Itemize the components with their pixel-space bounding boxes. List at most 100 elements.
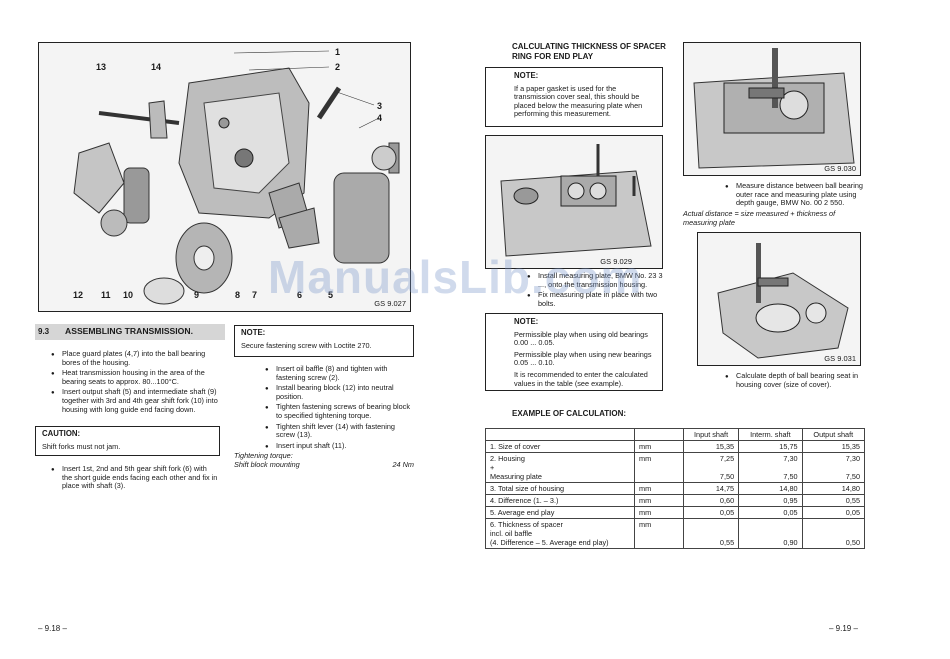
list-item: Insert oil baffle (8) and tighten with f… bbox=[265, 364, 412, 382]
note2-line: It is recommended to enter the calculate… bbox=[514, 369, 648, 388]
table-row: 6. Thickness of spacer incl. oil baffle … bbox=[485, 518, 866, 549]
watermark: ManualsLib.com bbox=[268, 251, 643, 303]
callout-12: 12 bbox=[73, 290, 84, 300]
torque-spec: Tightening torque: Shift block mounting … bbox=[234, 451, 415, 469]
figure-label: GS 9.029 bbox=[600, 257, 632, 266]
table-cell: 7,25 7,50 bbox=[682, 452, 740, 483]
header-unit bbox=[634, 428, 684, 441]
left-column-2: Insert oil baffle (8) and tighten with f… bbox=[262, 364, 412, 452]
note2-title: NOTE: bbox=[514, 317, 539, 326]
list-item: Insert 1st, 2nd and 5th gear shift fork … bbox=[51, 464, 218, 491]
table-cell: 14,80 bbox=[801, 482, 866, 495]
right-page-number: – 9.19 – bbox=[829, 624, 858, 633]
table-cell: 14,80 bbox=[738, 482, 803, 495]
header-output-shaft: Output shaft bbox=[801, 428, 866, 441]
table-cell: 15,35 bbox=[682, 440, 740, 453]
note-box-2: NOTE: Permissible play when using old be… bbox=[485, 313, 663, 391]
transmission-exploded-drawing bbox=[73, 50, 400, 305]
callout-9: 9 bbox=[194, 290, 200, 300]
table-cell: mm bbox=[634, 506, 684, 519]
section-title: ASSEMBLING TRANSMISSION. bbox=[65, 326, 193, 336]
table-cell: 3. Total size of housing bbox=[485, 482, 635, 495]
actual-distance-note: Actual distance = size measured + thickn… bbox=[683, 209, 836, 227]
callout-7: 7 bbox=[252, 290, 258, 300]
table-cell: 0,60 bbox=[682, 494, 740, 507]
table-cell: 7,30 7,50 bbox=[738, 452, 803, 483]
note1-title: NOTE: bbox=[514, 71, 539, 80]
table-cell: mm bbox=[634, 518, 684, 549]
list-item: Insert input shaft (11). bbox=[265, 441, 412, 451]
header-label bbox=[485, 428, 635, 441]
list-item: Insert output shaft (5) and intermediate… bbox=[51, 388, 218, 414]
list-item: Calculate depth of ball bearing seat in … bbox=[725, 371, 864, 389]
steps-list-b: Insert 1st, 2nd and 5th gear shift fork … bbox=[48, 464, 218, 491]
right-column-3: Calculate depth of ball bearing seat in … bbox=[722, 371, 864, 391]
table-cell: 0,90 bbox=[738, 518, 803, 549]
note2-line: Permissible play when using new bearings… bbox=[514, 349, 652, 368]
caution-title: CAUTION: bbox=[42, 429, 81, 438]
table-cell: mm bbox=[634, 452, 684, 483]
right-column-2: Measure distance between ball bearing ou… bbox=[722, 181, 864, 210]
list-item: Place guard plates (4,7) into the ball b… bbox=[51, 349, 218, 367]
section-number: 9.3 bbox=[38, 327, 50, 336]
table-cell: 0,95 bbox=[738, 494, 803, 507]
table-cell: 0,55 bbox=[801, 494, 866, 507]
measuring-plate-drawing bbox=[500, 144, 652, 257]
left-column-1: Place guard plates (4,7) into the ball b… bbox=[48, 349, 218, 416]
callout-2: 2 bbox=[335, 62, 341, 72]
callout-6: 6 bbox=[297, 290, 303, 300]
note1-text: If a paper gasket is used for the transm… bbox=[514, 83, 643, 119]
table-header-row: Input shaft Interm. shaft Output shaft bbox=[485, 428, 866, 441]
table-cell: 0,05 bbox=[738, 506, 803, 519]
torque-value: 24 Nm bbox=[392, 459, 415, 469]
steps-list-c: Insert oil baffle (8) and tighten with f… bbox=[262, 364, 412, 451]
torque-heading: Tightening torque: bbox=[234, 451, 293, 460]
callout-4: 4 bbox=[377, 113, 383, 123]
table-cell: 15,75 bbox=[738, 440, 803, 453]
left-page-number: – 9.18 – bbox=[38, 624, 67, 633]
callout-5: 5 bbox=[328, 290, 334, 300]
callout-11: 11 bbox=[101, 290, 111, 300]
install-steps: Install measuring plate, BMW No. 23 3 ..… bbox=[524, 271, 664, 308]
torque-item: Shift block mounting bbox=[234, 459, 300, 469]
right-heading: CALCULATING THICKNESS OF SPACER RING FOR… bbox=[512, 42, 666, 61]
callout-14: 14 bbox=[151, 62, 162, 72]
caution-text: Shift forks must not jam. bbox=[42, 441, 121, 451]
callout-10: 10 bbox=[123, 290, 134, 300]
note-box: NOTE: Secure fastening screw with Loctit… bbox=[234, 325, 414, 357]
right-column-1: Install measuring plate, BMW No. 23 3 ..… bbox=[524, 271, 664, 310]
table-cell: 0,05 bbox=[682, 506, 740, 519]
table-cell: 15,35 bbox=[801, 440, 866, 453]
figure-gs-9-031: GS 9.031 bbox=[697, 232, 861, 366]
depth-gauge-drawing bbox=[693, 48, 855, 169]
table-cell: 2. Housing + Measuring plate bbox=[485, 452, 635, 483]
callout-1: 1 bbox=[335, 47, 341, 57]
list-item: Tighten shift lever (14) with fastening … bbox=[265, 422, 412, 440]
table-cell: 5. Average end play bbox=[485, 506, 635, 519]
header-input-shaft: Input shaft bbox=[682, 428, 740, 441]
figure-label: GS 9.027 bbox=[374, 299, 406, 308]
header-interm-shaft: Interm. shaft bbox=[738, 428, 803, 441]
list-item: Tighten fastening screws of bearing bloc… bbox=[265, 403, 412, 420]
figure-gs-9-029: GS 9.029 bbox=[485, 135, 663, 269]
table-cell: 14,75 bbox=[682, 482, 740, 495]
example-title: EXAMPLE OF CALCULATION: bbox=[512, 409, 627, 418]
table-cell: 0,50 bbox=[801, 518, 866, 549]
steps-list-a: Place guard plates (4,7) into the ball b… bbox=[48, 349, 218, 414]
callout-8: 8 bbox=[235, 290, 241, 300]
housing-cover-drawing bbox=[717, 243, 849, 359]
list-item: Fix measuring plate in place with two bo… bbox=[527, 290, 664, 308]
left-column-1-b: Insert 1st, 2nd and 5th gear shift fork … bbox=[48, 464, 218, 493]
measure-step: Measure distance between ball bearing ou… bbox=[722, 181, 864, 208]
calculation-table: Input shaft Interm. shaft Output shaft 1… bbox=[485, 428, 866, 549]
list-item: Install bearing block (12) into neutral … bbox=[265, 383, 412, 401]
list-item: Measure distance between ball bearing ou… bbox=[725, 181, 864, 208]
table-cell: 0,55 bbox=[682, 518, 740, 549]
callout-13: 13 bbox=[96, 62, 107, 72]
table-cell: 1. Size of cover bbox=[485, 440, 635, 453]
section-heading-bar: 9.3 ASSEMBLING TRANSMISSION. bbox=[35, 324, 225, 340]
